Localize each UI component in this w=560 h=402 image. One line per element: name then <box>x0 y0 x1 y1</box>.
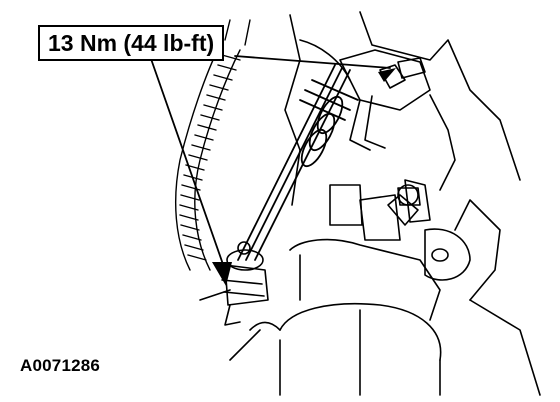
torque-spec-callout: 13 Nm (44 lb-ft) <box>38 25 225 61</box>
arrow-callout-icon <box>212 262 232 286</box>
lower-clamp <box>221 241 269 326</box>
engine-block-outline <box>284 11 521 301</box>
torque-leader <box>149 55 391 271</box>
upper-bracket <box>339 49 431 206</box>
control-rod <box>237 64 359 261</box>
figure-id-label: A0071286 <box>20 356 101 375</box>
corrugated-hose <box>174 19 251 271</box>
lower-housing-outline <box>199 238 541 396</box>
arrow-callout-icon <box>378 68 396 82</box>
